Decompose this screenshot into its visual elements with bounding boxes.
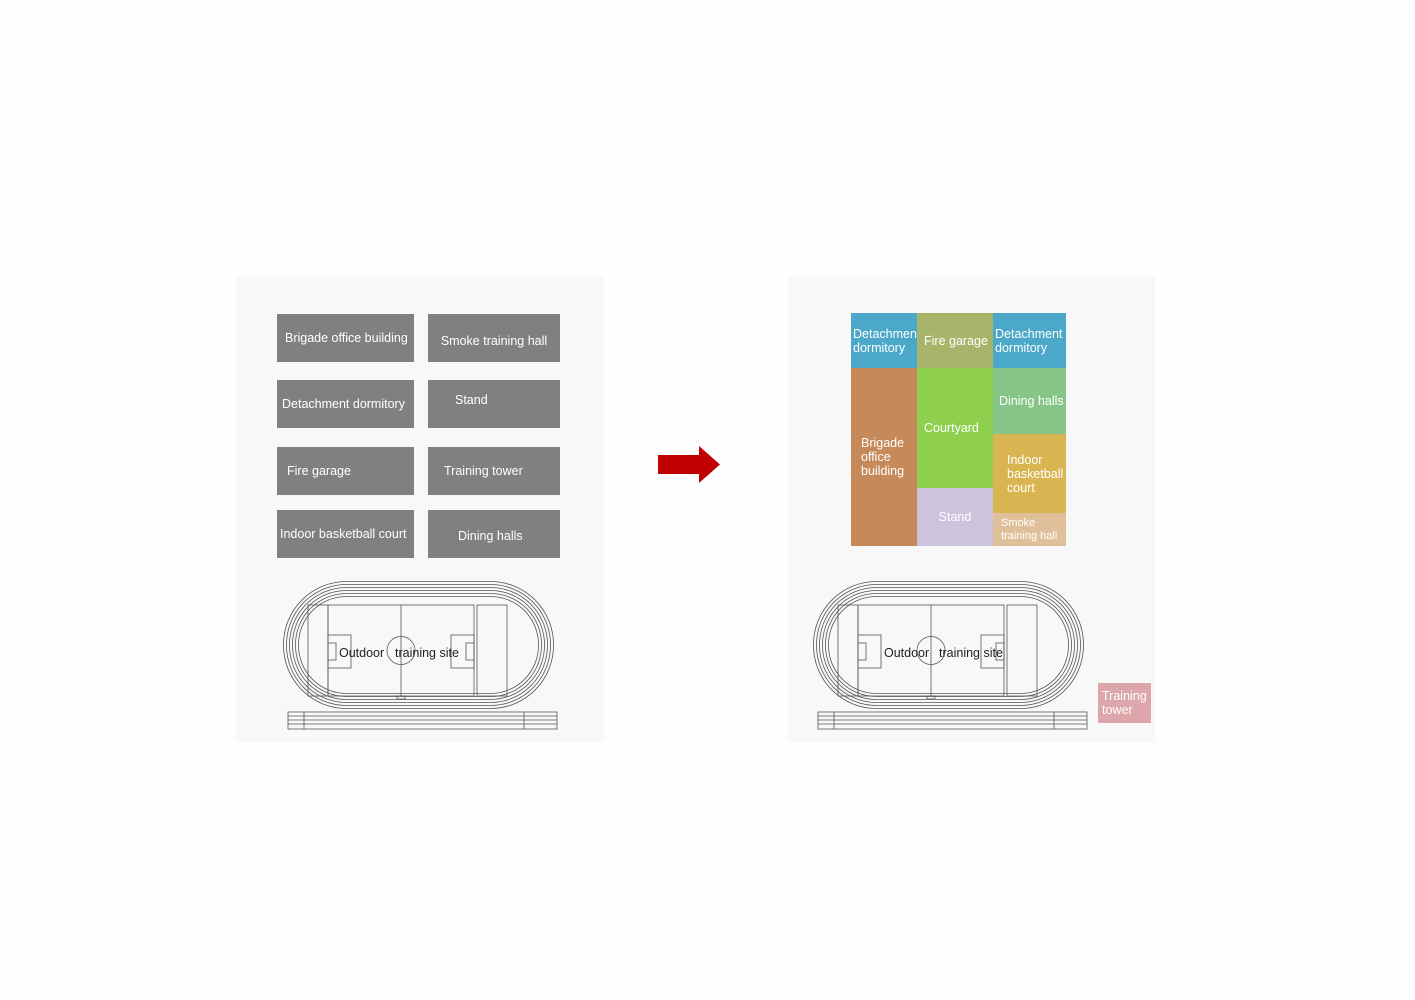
zone-label: Indoor basketball court: [1007, 452, 1064, 495]
block-label: Training tower: [444, 464, 523, 478]
zone-label: Detachment dormitory: [853, 326, 921, 355]
zone-stand: Stand: [917, 488, 993, 546]
zone-label: Fire garage: [924, 333, 988, 348]
zone-brigade-office-building: Brigade office building: [851, 368, 917, 546]
zone-detachment-dormitory-right: Detachment dormitory: [993, 313, 1066, 368]
after-layout-panel: Detachment dormitory Fire garage Detachm…: [788, 277, 1155, 742]
zone-label: Training tower: [1102, 689, 1147, 717]
zone-label: Smoke training hall: [1001, 516, 1058, 542]
block-label: Brigade office building: [285, 331, 408, 345]
zone-courtyard: Courtyard: [917, 368, 993, 488]
block-brigade-office: Brigade office building: [277, 314, 414, 362]
block-label: Indoor basketball court: [280, 527, 407, 541]
block-fire-garage: Fire garage: [277, 447, 414, 495]
block-label: Stand: [455, 393, 488, 407]
zone-label: Stand: [938, 510, 972, 524]
transform-arrow-icon: [658, 446, 720, 483]
track-label-training-site: training site: [395, 646, 459, 660]
zone-training-tower: Training tower: [1098, 683, 1151, 723]
zone-indoor-basketball-court: Indoor basketball court: [993, 434, 1066, 513]
block-label: Smoke training hall: [440, 334, 548, 348]
outdoor-training-site-track: [813, 581, 1088, 730]
zone-smoke-training-hall: Smoke training hall: [993, 513, 1066, 546]
zone-dining-halls: Dining halls: [993, 368, 1066, 434]
block-indoor-basketball-court: Indoor basketball court: [277, 510, 414, 558]
track-label-outdoor: Outdoor: [339, 646, 385, 660]
before-layout-panel: Brigade office building Smoke training h…: [236, 277, 604, 742]
block-label: Detachment dormitory: [282, 397, 405, 411]
block-stand: Stand: [428, 380, 560, 428]
block-label: Dining halls: [458, 529, 523, 543]
block-smoke-training-hall: Smoke training hall: [428, 314, 560, 362]
zone-label: Courtyard: [924, 421, 979, 435]
track-label-training-site: training site: [939, 646, 1003, 660]
outdoor-training-site-track: [283, 581, 558, 730]
block-detachment-dormitory: Detachment dormitory: [277, 380, 414, 428]
track-label-outdoor: Outdoor: [884, 646, 930, 660]
block-dining-halls: Dining halls: [428, 510, 560, 558]
zone-label: Brigade office building: [861, 436, 905, 478]
zone-detachment-dormitory-left: Detachment dormitory: [851, 313, 921, 368]
zone-label: Dining halls: [999, 394, 1064, 408]
block-training-tower: Training tower: [428, 447, 560, 495]
zone-label: Detachment dormitory: [995, 326, 1063, 355]
zone-fire-garage: Fire garage: [917, 313, 993, 368]
block-label: Fire garage: [287, 464, 351, 478]
